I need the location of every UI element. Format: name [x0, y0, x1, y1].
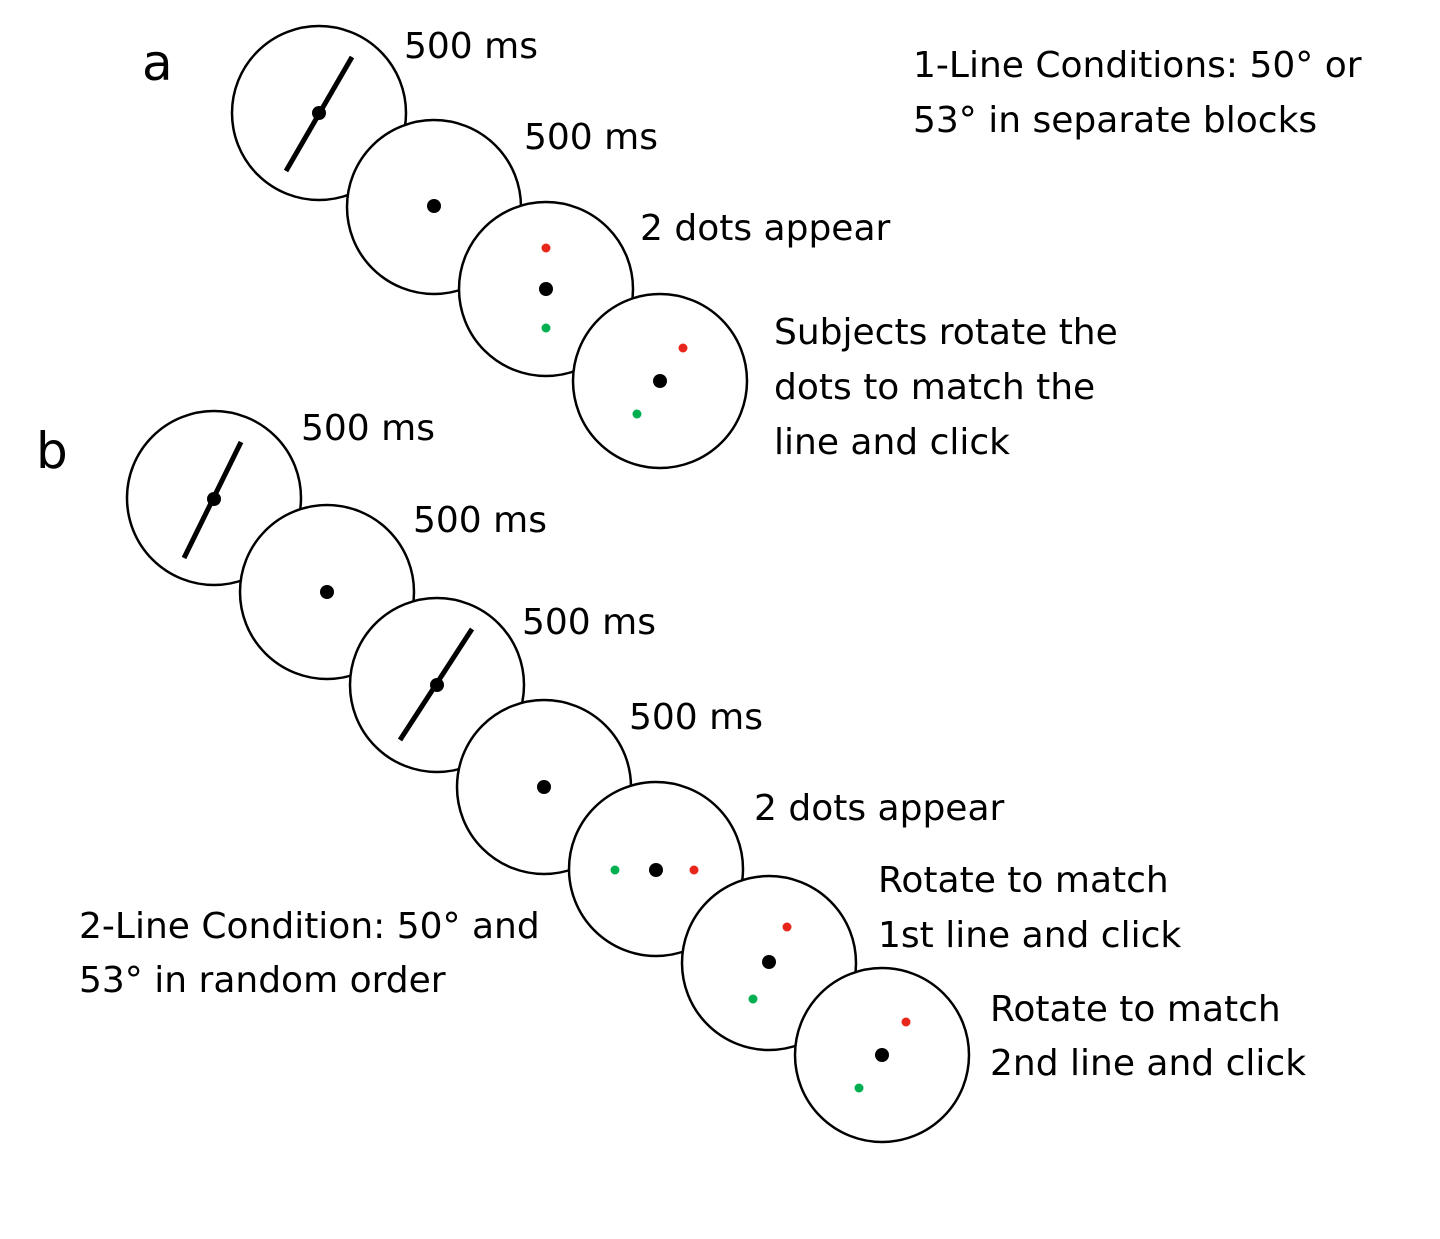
- step-label-line-1: Rotate to match: [878, 860, 1169, 901]
- step-label: 500 ms: [413, 500, 547, 541]
- panel-b-step-6: Rotate to match 1st line and click: [680, 860, 1181, 1052]
- red-dot: [678, 343, 688, 353]
- step-label-line-1: Subjects rotate the: [774, 312, 1118, 353]
- panel-a-sequence: 500 ms 500 ms 2 dots appear Subjects rot…: [230, 24, 1118, 470]
- step-label: 500 ms: [524, 117, 658, 158]
- panel-b-label: b: [36, 422, 68, 480]
- red-dot: [541, 243, 551, 253]
- step-label-line-2: 1st line and click: [878, 915, 1181, 956]
- fixation-dot: [537, 780, 551, 794]
- green-dot: [632, 409, 642, 419]
- step-label-line-1: Rotate to match: [990, 989, 1281, 1030]
- step-label: 2 dots appear: [754, 788, 1005, 829]
- panel-a-condition-line-2: 53° in separate blocks: [913, 100, 1317, 141]
- red-dot: [782, 922, 792, 932]
- fixation-dot: [762, 955, 776, 969]
- fixation-dot: [653, 374, 667, 388]
- red-dot: [689, 865, 699, 875]
- panel-a-step-4: Subjects rotate the dots to match the li…: [571, 292, 1118, 470]
- panel-b-step-7: Rotate to match 2nd line and click: [793, 966, 1306, 1144]
- fixation-dot: [539, 282, 553, 296]
- fixation-dot: [312, 106, 326, 120]
- green-dot: [610, 865, 620, 875]
- fixation-dot: [875, 1048, 889, 1062]
- red-dot: [901, 1017, 911, 1027]
- step-label: 500 ms: [522, 602, 656, 643]
- green-dot: [854, 1083, 864, 1093]
- panel-a-condition-line-1: 1-Line Conditions: 50° or: [913, 45, 1362, 86]
- green-dot: [748, 994, 758, 1004]
- step-label-line-3: line and click: [774, 422, 1010, 463]
- panel-b-sequence: 500 ms 500 ms 500 ms 500 ms 2 dots: [125, 408, 1306, 1144]
- fixation-dot: [430, 678, 444, 692]
- step-label: 500 ms: [629, 697, 763, 738]
- fixation-dot: [207, 492, 221, 506]
- panel-a-label: a: [142, 34, 173, 92]
- step-label: 500 ms: [404, 26, 538, 67]
- step-label: 2 dots appear: [640, 208, 891, 249]
- fixation-dot: [320, 585, 334, 599]
- step-label: 500 ms: [301, 408, 435, 449]
- step-label-line-2: 2nd line and click: [990, 1043, 1306, 1084]
- green-dot: [541, 323, 551, 333]
- fixation-dot: [649, 863, 663, 877]
- step-label-line-2: dots to match the: [774, 367, 1095, 408]
- fixation-dot: [427, 199, 441, 213]
- panel-b-condition-line-2: 53° in random order: [79, 960, 446, 1001]
- panel-b-condition-line-1: 2-Line Condition: 50° and: [79, 906, 540, 947]
